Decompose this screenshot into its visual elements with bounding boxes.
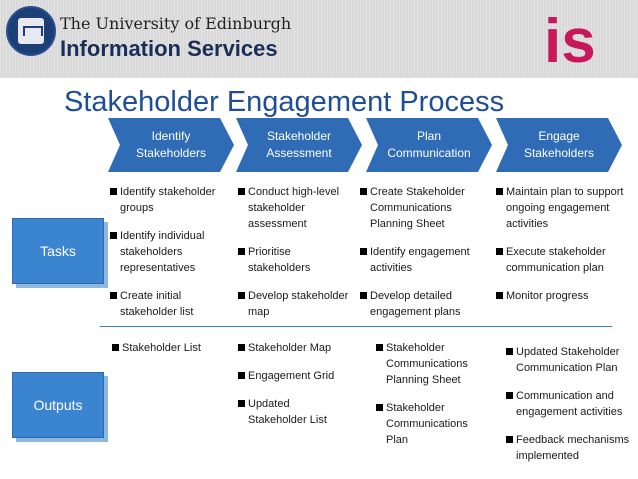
output-item: Stakeholder Communications Planning Shee… (374, 340, 478, 388)
tasks-column-3: Create Stakeholder Communications Planni… (358, 184, 484, 332)
stage-identify-stakeholders: Identify Stakeholders (108, 118, 234, 172)
stage-label-line1: Stakeholder (266, 129, 332, 143)
outputs-column-2: Stakeholder Map Engagement Grid Updated … (236, 340, 348, 440)
university-name: The University of Edinburgh (60, 14, 292, 33)
outputs-column-4: Updated Stakeholder Communication Plan C… (504, 344, 632, 476)
output-item: Stakeholder List (110, 340, 228, 356)
outputs-row-label: Outputs (12, 372, 104, 438)
university-crest-icon (6, 6, 56, 56)
output-item: Stakeholder Communications Plan (374, 400, 478, 448)
stage-label-line2: Stakeholders (135, 146, 207, 160)
task-item: Conduct high-level stakeholder assessmen… (236, 184, 352, 232)
stage-stakeholder-assessment: Stakeholder Assessment (236, 118, 362, 172)
task-item: Identify engagement activities (358, 244, 484, 276)
task-item: Maintain plan to support ongoing engagem… (494, 184, 632, 232)
stage-label-line1: Engage (538, 129, 580, 143)
task-item: Create Stakeholder Communications Planni… (358, 184, 484, 232)
stage-engage-stakeholders: Engage Stakeholders (496, 118, 622, 172)
task-item: Monitor progress (494, 288, 632, 304)
tasks-column-2: Conduct high-level stakeholder assessmen… (236, 184, 352, 332)
is-logo-icon: is (544, 7, 596, 74)
output-item: Updated Stakeholder List (236, 396, 348, 428)
stage-label-line1: Identify (151, 129, 191, 143)
output-item: Stakeholder Map (236, 340, 348, 356)
output-item: Updated Stakeholder Communication Plan (504, 344, 632, 376)
tasks-column-1: Identify stakeholder groups Identify ind… (108, 184, 224, 332)
page-title: Stakeholder Engagement Process (64, 86, 505, 118)
task-item: Develop detailed engagement plans (358, 288, 484, 320)
stage-label-line1: Plan (416, 129, 442, 143)
output-item: Communication and engagement activities (504, 388, 632, 420)
stage-plan-communication: Plan Communication (366, 118, 492, 172)
stage-label-line2: Communication (387, 146, 471, 160)
outputs-column-3: Stakeholder Communications Planning Shee… (374, 340, 478, 460)
svg-text:is: is (544, 7, 596, 74)
department-name: Information Services (60, 36, 278, 61)
task-item: Execute stakeholder communication plan (494, 244, 632, 276)
outputs-column-1: Stakeholder List (110, 340, 228, 368)
task-item: Identify stakeholder groups (108, 184, 224, 216)
tasks-column-4: Maintain plan to support ongoing engagem… (494, 184, 632, 316)
output-item: Engagement Grid (236, 368, 348, 384)
tasks-row-label: Tasks (12, 218, 104, 284)
row-divider (100, 326, 612, 327)
header-banner: The University of Edinburgh Information … (0, 0, 638, 78)
task-item: Identify individual stakeholders represe… (108, 228, 224, 276)
task-item: Develop stakeholder map (236, 288, 352, 320)
stage-label-line2: Assessment (266, 146, 332, 160)
output-item: Feedback mechanisms implemented (504, 432, 632, 464)
task-item: Create initial stakeholder list (108, 288, 224, 320)
task-item: Prioritise stakeholders (236, 244, 352, 276)
stage-label-line2: Stakeholders (523, 146, 595, 160)
